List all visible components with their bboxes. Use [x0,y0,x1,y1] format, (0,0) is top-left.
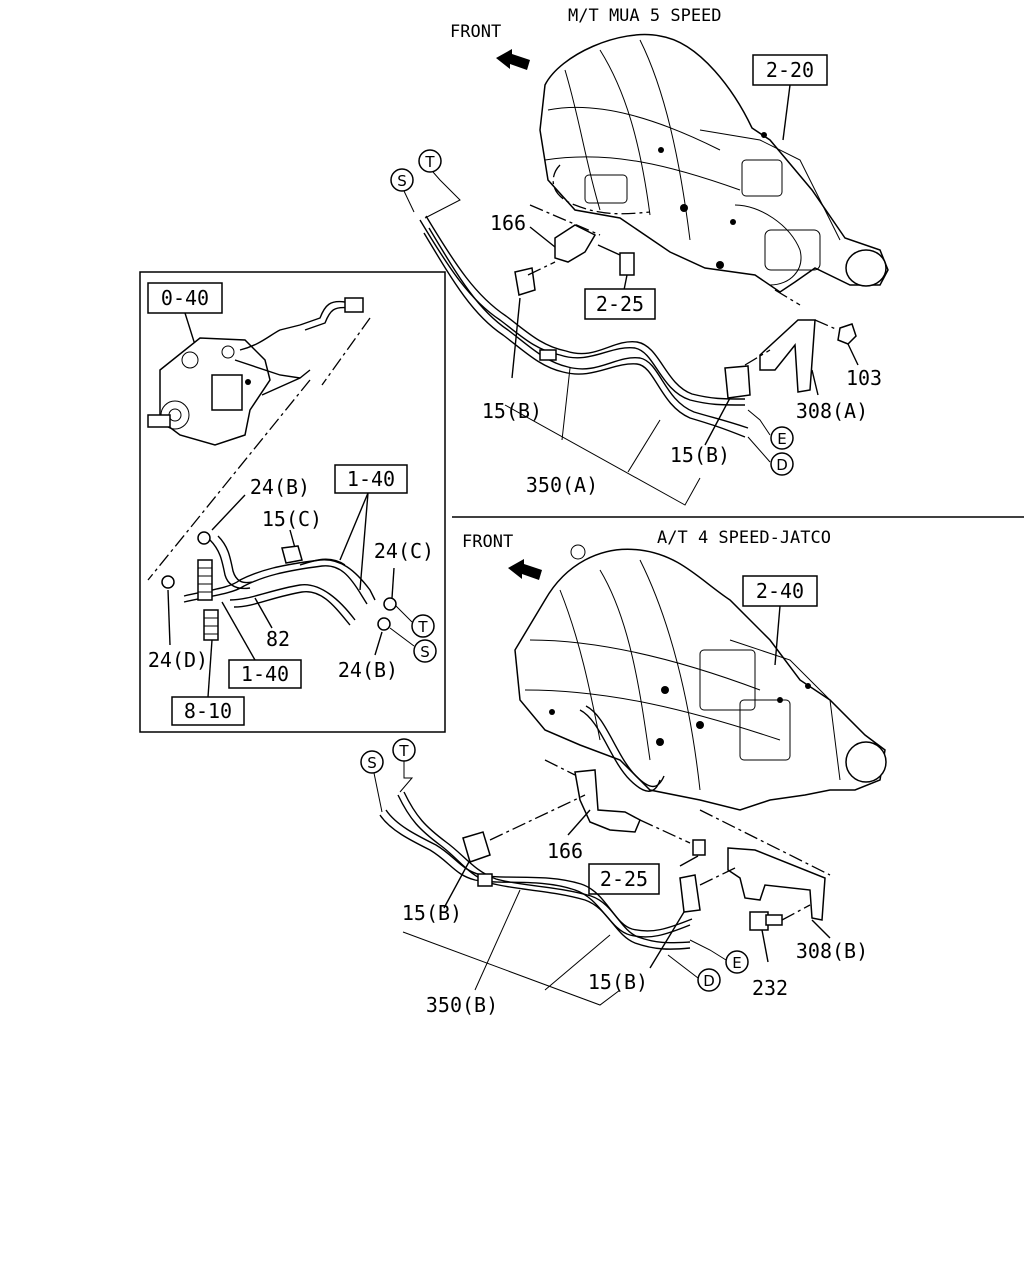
bolt-icon [619,252,635,276]
ref-box-pipe-top[interactable] [334,464,408,494]
at-part-15b-right-label: 15(B) [588,970,648,994]
connector-s [390,168,414,192]
ref-box-pump-label: 0-40 [161,286,209,310]
clip-24b-top-icon [197,531,211,545]
at-front-arrow-icon [508,559,542,580]
mt-front-arrow-icon [496,49,530,70]
at-bolt-icon [692,839,706,856]
ref-box-bolt-label: 2-25 [596,292,644,316]
connector-d-label: D [776,456,788,474]
inset-connector-s [413,639,437,663]
clip-15c-icon [281,545,303,564]
at-section: A/T 4 SPEED-JATCO FRONT [360,528,887,1017]
ref-box-hose[interactable] [171,696,245,726]
bolt-232-icon [749,911,783,931]
at-part-166-bracket [574,769,641,833]
ref-box-at-transmission-label: 2-40 [756,579,804,603]
at-clip-15b-right [679,874,701,913]
part-24b-top-label: 24(B) [250,475,310,499]
part-350b-label: 350(B) [426,993,498,1017]
at-connector-d [697,968,721,992]
at-part-166-label: 166 [547,839,583,863]
part-166-bracket [554,224,597,263]
clip-15b-right [724,365,751,399]
connector-t-label: T [424,153,435,171]
mt-section: M/T MUA 5 SPEED FRONT [390,6,889,506]
ref-box-at-transmission[interactable] [742,575,818,607]
part-166-label: 166 [490,211,526,235]
at-front-label: FRONT [462,532,513,552]
fuel-hose [197,559,219,641]
clip-24d-icon [161,575,175,589]
part-15b-left-label: 15(B) [482,399,542,423]
at-section-title: A/T 4 SPEED-JATCO [657,528,831,548]
part-308b-label: 308(B) [796,939,868,963]
ref-box-hose-label: 8-10 [184,699,232,723]
part-350a-label: 350(A) [526,473,598,497]
part-15b-right-label: 15(B) [670,443,730,467]
ref-box-transmission-label: 2-20 [766,58,814,82]
inset-connector-t-label: T [417,618,428,636]
part-24c-label: 24(C) [374,539,434,563]
clip-24c-icon [383,597,397,611]
part-103-label: 103 [846,366,882,390]
mt-section-title: M/T MUA 5 SPEED [568,6,722,26]
ref-box-at-bolt[interactable] [588,863,660,895]
part-232-label: 232 [752,976,788,1000]
inset-frame [139,271,446,733]
ref-box-pipe-bottom-label: 1-40 [241,662,289,686]
connector-s-label: S [397,172,407,190]
bracket-308a [759,319,816,393]
at-connector-d-label: D [703,972,715,990]
at-part-15b-left-label: 15(B) [402,901,462,925]
inset-panel: 0-40 1-40 24(B) [139,271,446,733]
pipe-350b [379,791,693,950]
clip-24b-bottom-icon [377,617,391,631]
part-15c-label: 15(C) [262,507,322,531]
connector-t [418,149,442,173]
inset-pipes [183,535,376,626]
ref-box-transmission[interactable] [752,54,828,86]
pipe-350a [419,215,749,438]
automatic-transmission-illustration [514,544,887,876]
injection-pump-illustration [147,297,364,446]
manual-transmission-illustration [539,33,889,306]
at-connector-e [725,950,749,974]
at-connector-e-label: E [732,954,741,972]
connector-e [770,426,794,450]
ref-box-pipe-top-label: 1-40 [347,467,395,491]
connector-d [770,452,794,476]
part-308a-label: 308(A) [796,399,868,423]
at-connector-s-label: S [367,754,377,772]
at-clip-15b-left [462,831,491,863]
inset-connector-t [411,614,435,638]
at-connector-s [360,750,384,774]
clip-15b-left [514,267,536,296]
nut-103-icon [837,323,857,345]
at-connector-t-label: T [398,742,409,760]
ref-box-pipe-bottom[interactable] [228,659,302,689]
bracket-308b [727,847,826,921]
ref-box-bolt[interactable] [584,288,656,320]
ref-box-at-bolt-label: 2-25 [600,867,648,891]
mt-front-label: FRONT [450,22,501,42]
part-24b-bottom-label: 24(B) [338,658,398,682]
part-82-label: 82 [266,627,290,651]
inset-connector-s-label: S [420,643,430,661]
part-24d-label: 24(D) [148,648,208,672]
connector-e-label: E [777,430,786,448]
